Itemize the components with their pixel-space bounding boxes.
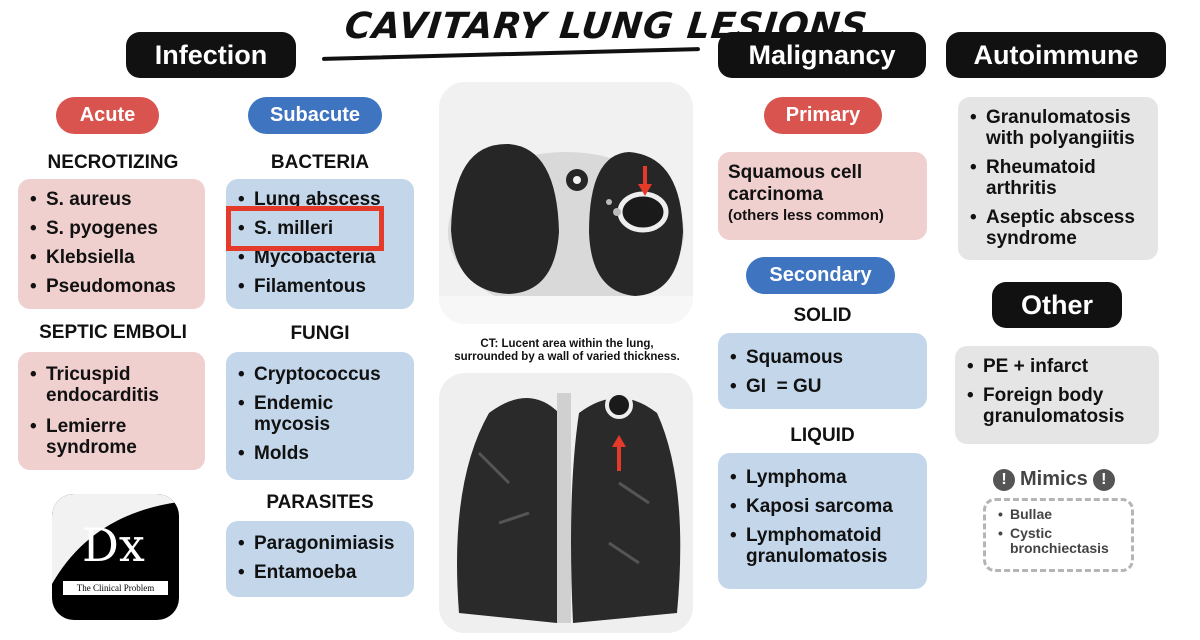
primary-box: Squamous cell carcinoma (others less com… (718, 152, 927, 240)
ct-axial-drawing (439, 82, 693, 324)
fungi-title: FUNGI (290, 323, 350, 344)
list-item: PE + infarct (965, 356, 1149, 377)
infection-header: Infection (126, 32, 296, 78)
list-item: Bullae (996, 507, 1121, 523)
list-item: Molds (236, 443, 404, 464)
list-item: Endemic mycosis (236, 393, 404, 435)
list-item: Rheumatoid arthritis (968, 157, 1148, 199)
exclamation-icon: ! (993, 468, 1015, 491)
list-item: S. aureus (28, 189, 195, 210)
subacute-pill: Subacute (248, 97, 382, 134)
title-underline (322, 47, 700, 61)
list-item: S. milleri (236, 218, 404, 239)
acute-pill: Acute (56, 97, 159, 134)
list-item: Lemierre syndrome (28, 416, 195, 458)
bacteria-box: Lung abscess S. milleri Mycobacteria Fil… (226, 179, 414, 309)
highlight-box (226, 206, 384, 251)
mimics-label: Mimics (1020, 468, 1088, 490)
liquid-title: LIQUID (790, 425, 855, 446)
list-item: Lymphomatoid granulomatosis (728, 525, 917, 567)
septic-emboli-title: SEPTIC EMBOLI (39, 322, 187, 343)
liquid-box: Lymphoma Kaposi sarcoma Lymphomatoid gra… (718, 453, 927, 589)
parasites-title: PARASITES (266, 492, 374, 513)
septic-emboli-box: Tricuspid endocarditis Lemierre syndrome (18, 352, 205, 470)
list-item: Paragonimiasis (236, 533, 404, 554)
clinical-problem-solvers-logo: Dx The Clinical Problem Solvers (52, 494, 179, 620)
list-item: Granulomatosis with polyangiitis (968, 107, 1148, 149)
necrotizing-box: S. aureus S. pyogenes Klebsiella Pseudom… (18, 179, 205, 309)
list-item: Squamous (728, 347, 917, 368)
other-box: PE + infarct Foreign body granulomatosis (955, 346, 1159, 444)
mimics-box: Bullae Cystic bronchiectasis (983, 498, 1134, 572)
list-item: Filamentous (236, 276, 404, 297)
primary-pill: Primary (764, 97, 882, 134)
fungi-box: Cryptococcus Endemic mycosis Molds (226, 352, 414, 480)
mimics-title: ! Mimics ! (993, 468, 1115, 491)
secondary-pill: Secondary (746, 257, 895, 294)
list-item: Aseptic abscess syndrome (968, 207, 1148, 249)
malignancy-header: Malignancy (718, 32, 926, 78)
parasites-box: Paragonimiasis Entamoeba (226, 521, 414, 597)
autoimmune-header: Autoimmune (946, 32, 1166, 78)
autoimmune-box: Granulomatosis with polyangiitis Rheumat… (958, 97, 1158, 260)
solid-title: SOLID (793, 305, 852, 326)
list-item: Cryptococcus (236, 364, 404, 385)
list-item: GI = GU (728, 376, 917, 397)
logo-tagline: The Clinical Problem Solvers (62, 580, 169, 607)
list-item: S. pyogenes (28, 218, 195, 239)
list-item: Tricuspid endocarditis (28, 364, 195, 406)
logo-text: Dx (82, 518, 145, 572)
list-item: Foreign body granulomatosis (965, 385, 1149, 427)
ct-axial-image (439, 82, 693, 324)
primary-note: (others less common) (728, 207, 884, 224)
ct-coronal-image (439, 373, 693, 633)
list-item: Mycobacteria (236, 247, 404, 268)
list-item: Lymphoma (728, 467, 917, 488)
ct-coronal-drawing (439, 373, 693, 633)
logo-swoosh (52, 494, 179, 584)
list-item: Lung abscess (236, 189, 404, 210)
ct-caption-line-1: CT: Lucent area within the lung, (480, 338, 654, 350)
list-item: Cystic bronchiectasis (996, 526, 1121, 556)
ct-caption-line-2: surrounded by a wall of varied thickness… (454, 351, 680, 363)
other-header: Other (992, 282, 1122, 328)
list-item: Pseudomonas (28, 276, 195, 297)
list-item: Klebsiella (28, 247, 195, 268)
necrotizing-title: NECROTIZING (47, 152, 179, 173)
primary-text: Squamous cell carcinoma (728, 162, 863, 205)
exclamation-icon: ! (1092, 468, 1115, 491)
solid-box: Squamous GI = GU (718, 333, 927, 409)
bacteria-title: BACTERIA (270, 152, 370, 173)
list-item: Kaposi sarcoma (728, 496, 917, 517)
list-item: Entamoeba (236, 562, 404, 583)
